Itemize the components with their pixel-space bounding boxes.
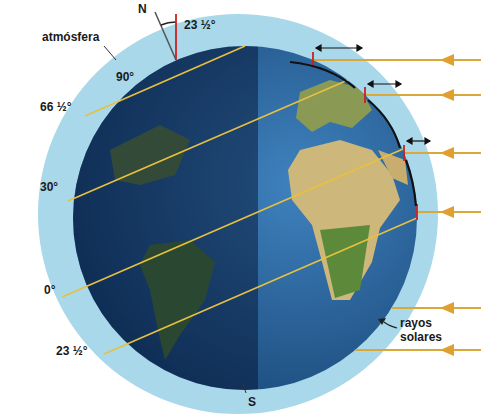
latitude-label: 30° (40, 180, 58, 194)
pole-leader (243, 384, 246, 393)
axis (155, 12, 176, 60)
ray-markers (313, 52, 417, 220)
sun-rays (313, 60, 481, 350)
width-arrows (316, 45, 430, 144)
rays-leader (378, 318, 397, 328)
latitude-label: 90° (116, 70, 134, 84)
vertical-reference (175, 14, 177, 60)
latitude-label: 23 ½° (56, 344, 88, 358)
angle-label: 23 ½° (184, 18, 216, 32)
latitude-lines (62, 46, 417, 354)
north-label: N (138, 2, 147, 16)
latitude-label: 0° (44, 283, 55, 297)
south-label: S (248, 395, 256, 409)
continents (60, 40, 408, 400)
atmosphere (38, 14, 438, 414)
rays-label: rayos solares (400, 316, 460, 344)
surface-arcs (290, 62, 416, 206)
atmosphere-label: atmósfera (42, 30, 99, 44)
ray-arrowheads (440, 54, 454, 356)
atmosphere-leader (104, 46, 116, 60)
latitude-label: 66 ½° (40, 100, 72, 114)
